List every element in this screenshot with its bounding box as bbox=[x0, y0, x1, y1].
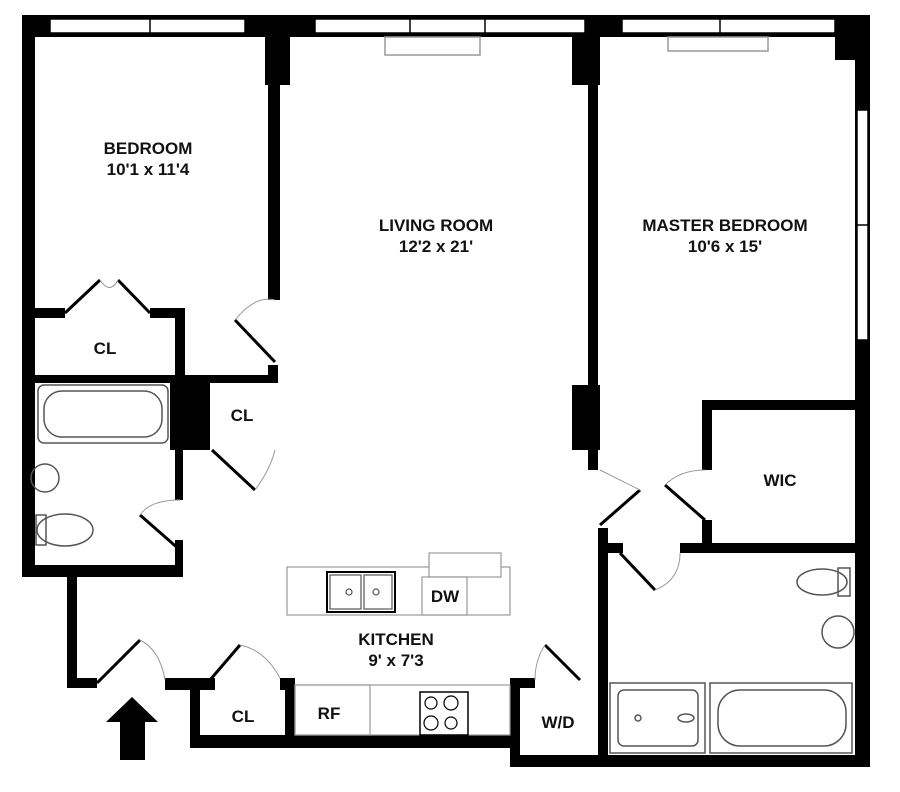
bedroom-closet-label: CL bbox=[93, 339, 117, 358]
shower bbox=[609, 682, 706, 754]
room-name: BEDROOM bbox=[103, 139, 193, 158]
bathtub bbox=[37, 384, 169, 444]
island-counter bbox=[286, 566, 511, 616]
dishwasher-label: DW bbox=[430, 587, 460, 606]
master-bedroom-label: MASTER BEDROOM 10'6 x 15' bbox=[642, 215, 807, 257]
room-size: 10'1 x 11'4 bbox=[106, 160, 190, 179]
sink bbox=[326, 571, 396, 613]
wic-label: WIC bbox=[763, 471, 797, 490]
room-size: 12'2 x 21' bbox=[398, 237, 474, 256]
windows bbox=[49, 18, 869, 341]
room-name: LIVING ROOM bbox=[378, 216, 494, 235]
entry-closet-label: CL bbox=[231, 707, 255, 726]
door-swings bbox=[99, 279, 706, 681]
room-name: MASTER BEDROOM bbox=[642, 216, 808, 235]
stove bbox=[419, 691, 469, 736]
room-size: 10'6 x 15' bbox=[687, 237, 763, 256]
refrigerator-label: RF bbox=[317, 704, 341, 723]
room-size: 9' x 7'3 bbox=[368, 651, 424, 670]
kitchen-fixtures bbox=[286, 552, 511, 736]
sink bbox=[30, 463, 60, 493]
entry-arrow-icon bbox=[106, 697, 158, 760]
room-name: KITCHEN bbox=[358, 630, 434, 649]
toilet bbox=[36, 513, 94, 547]
bedroom-label: BEDROOM 10'1 x 11'4 bbox=[104, 138, 193, 180]
refrigerator bbox=[294, 684, 371, 736]
fixtures bbox=[30, 384, 855, 754]
bathtub bbox=[709, 682, 853, 754]
doors bbox=[63, 278, 706, 685]
washer-dryer-label: W/D bbox=[541, 713, 575, 732]
hall-closet-label: CL bbox=[230, 406, 254, 425]
living-room-label: LIVING ROOM 12'2 x 21' bbox=[379, 215, 493, 257]
kitchen-label: KITCHEN 9' x 7'3 bbox=[358, 629, 434, 671]
radiators bbox=[384, 36, 769, 56]
